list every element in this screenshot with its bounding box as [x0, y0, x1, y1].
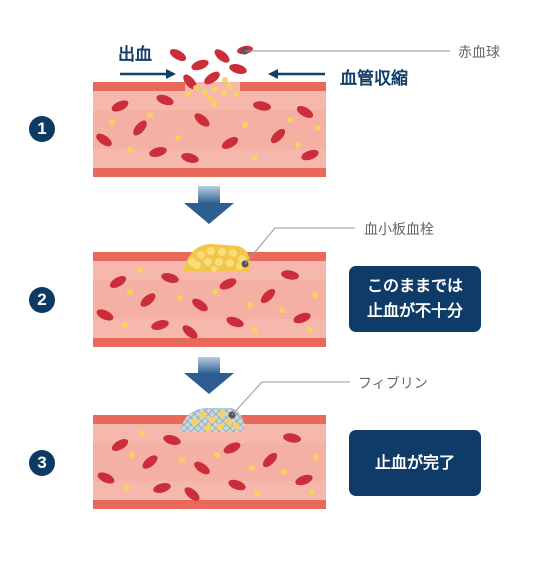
insufficient-line-1: このままでは — [366, 276, 463, 296]
label-bleeding: 出血 — [118, 45, 152, 65]
step-number-1: 1 — [29, 116, 55, 142]
step-number-3: 3 — [29, 450, 55, 476]
rbc-leader-line — [241, 47, 450, 55]
vessel-1-cells — [96, 94, 321, 163]
label-vasoconstriction: 血管収縮 — [340, 69, 408, 89]
down-arrow-1 — [184, 186, 234, 224]
vessel-2-cells — [96, 267, 318, 339]
vessel-2 — [93, 252, 326, 347]
complete-text: 止血が完了 — [374, 452, 455, 472]
step-number-2: 2 — [29, 287, 55, 313]
label-red-blood-cell: 赤血球 — [458, 45, 500, 61]
hemostasis-complete-box: 止血が完了 — [349, 430, 481, 496]
arrow-left-in-icon — [120, 69, 176, 79]
down-arrow-2 — [184, 357, 234, 394]
label-platelet-plug: 血小板血栓 — [364, 222, 434, 238]
insufficient-hemostasis-box: このままでは 止血が不十分 — [349, 266, 481, 332]
insufficient-line-2: 止血が不十分 — [366, 301, 463, 320]
arrow-right-in-icon — [268, 69, 325, 79]
plug-leader-line — [241, 227, 355, 268]
vessel-1-wound — [185, 82, 240, 92]
label-fibrin: フィブリン — [358, 376, 428, 392]
platelet-plug — [183, 244, 251, 272]
fibrin-clot — [180, 408, 245, 432]
vessel-3-cells — [97, 430, 319, 501]
fibrin-leader-line — [228, 381, 350, 419]
